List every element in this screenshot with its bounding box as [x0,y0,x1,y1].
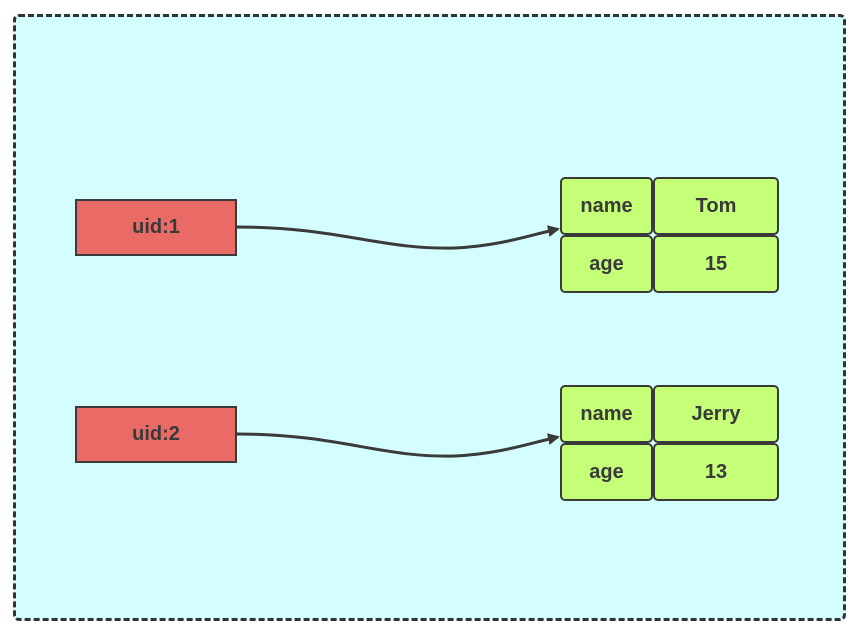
hash1-field-age: age [560,235,653,293]
field-label: age [589,460,624,483]
hash1-value-name: Tom [653,177,779,235]
diagram-frame [13,14,846,621]
field-label: name [580,402,633,425]
key-box-uid2: uid:2 [75,406,237,463]
field-label: age [589,252,624,275]
hash2-field-age: age [560,443,653,501]
value-label: 15 [704,252,728,275]
hash1-value-age: 15 [653,235,779,293]
field-label: name [580,194,633,217]
hash2-value-name: Jerry [653,385,779,443]
value-label: Jerry [691,402,741,425]
key-label: uid:2 [132,423,180,445]
hash2-value-age: 13 [653,443,779,501]
value-label: Tom [695,194,737,217]
value-label: 13 [704,460,728,483]
key-box-uid1: uid:1 [75,199,237,256]
key-label: uid:1 [132,216,180,238]
hash1-field-name: name [560,177,653,235]
hash2-field-name: name [560,385,653,443]
